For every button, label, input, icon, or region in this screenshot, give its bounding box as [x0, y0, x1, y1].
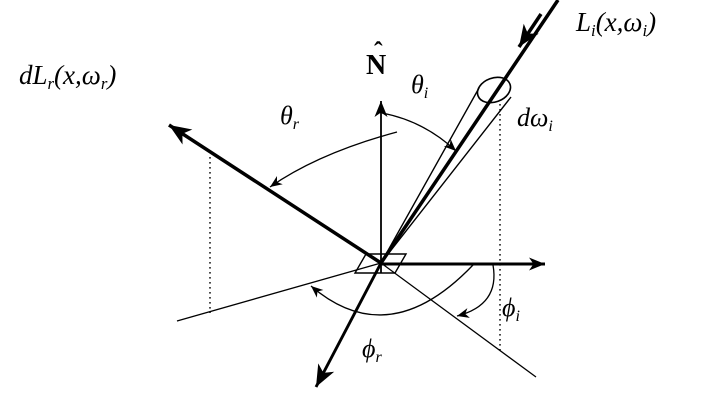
- label-theta-i: θi: [411, 70, 429, 102]
- incident-ray-arrowhead: [517, 13, 543, 48]
- incident-projection-line: [380, 262, 537, 378]
- label-reflected-radiance: dLr(x,ωr): [19, 60, 117, 94]
- reflected-projection-line: [176, 262, 382, 322]
- phi-r-arc: [310, 264, 474, 316]
- solid-angle-cone-lines: [380, 87, 512, 264]
- label-theta-r: θr: [280, 101, 300, 133]
- solid-angle-ellipse: [476, 76, 512, 104]
- label-solid-angle: dωi: [517, 103, 553, 135]
- label-incident-radiance: Li(x,ωi): [576, 7, 657, 41]
- theta-i-arc: [381, 112, 457, 152]
- front-axis-arrow: [314, 262, 383, 388]
- phi-i-arc: [456, 264, 495, 318]
- reflected-ray: [168, 123, 382, 265]
- label-phi-i: ϕi: [502, 293, 520, 325]
- label-phi-r: ϕr: [362, 334, 382, 366]
- normal-hat-accent: ˆ: [374, 37, 383, 66]
- theta-r-arc: [269, 131, 398, 188]
- surface-patch: [353, 253, 408, 274]
